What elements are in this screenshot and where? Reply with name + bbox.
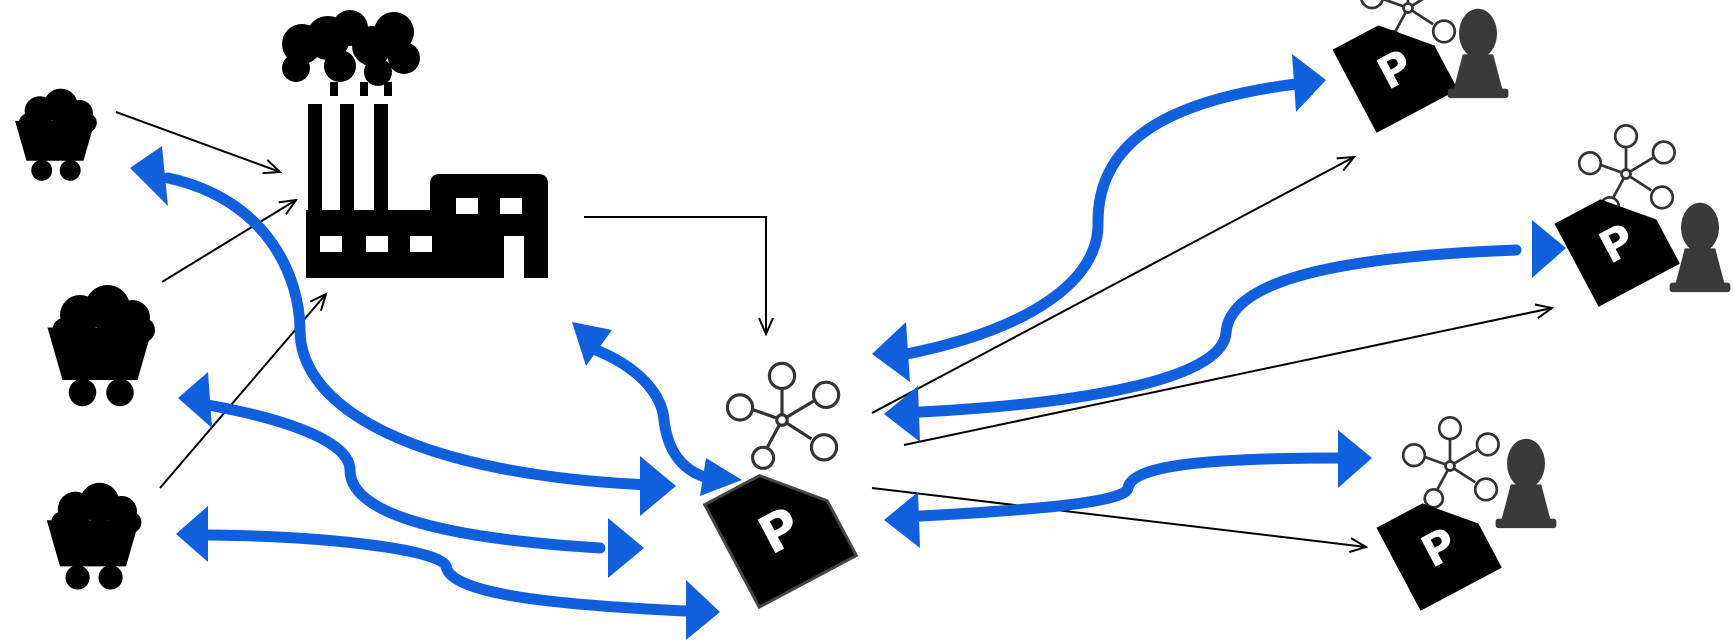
arrowhead-cart1-right — [640, 456, 676, 516]
coal-cart-icon — [15, 88, 97, 181]
blue-arrowheads — [130, 54, 1566, 640]
person-icon — [1447, 8, 1509, 99]
coal-cart-icon — [47, 285, 155, 407]
coal-cart-icon — [46, 482, 142, 590]
factory-icon — [282, 10, 548, 278]
arrowhead-consumer2-right — [1532, 220, 1566, 278]
arrowhead-cart2-left — [178, 372, 212, 428]
thin-flow-arrows — [115, 111, 1552, 547]
arrowhead-center-down — [700, 458, 742, 496]
person-icon — [1669, 202, 1731, 293]
blue-flow-cart2 — [202, 399, 606, 554]
arrowhead-consumer3-right — [1338, 430, 1372, 488]
arrowhead-cart3-left — [176, 506, 208, 562]
product-tag-icon: P — [1332, 25, 1458, 133]
arrowhead-consumer1-left — [872, 322, 910, 382]
blue-flow-arrows — [162, 78, 1522, 617]
arrowhead-cart1-left — [130, 146, 168, 206]
product-tag-icon: P — [1554, 199, 1680, 307]
product-to-consumer3-arrow — [871, 487, 1366, 547]
product-tag-icon: P — [702, 473, 859, 610]
cart2-to-factory-arrow — [161, 200, 296, 283]
consumer-group-1: P — [1332, 0, 1509, 133]
blue-flow-cart3 — [200, 529, 691, 617]
consumer-group-3: P — [1376, 416, 1557, 611]
consumer-group-2: P — [1554, 124, 1731, 307]
blue-flow-consumer3 — [896, 452, 1346, 523]
arrowhead-consumer1-right — [1292, 54, 1326, 112]
network-molecule-icon — [1401, 416, 1500, 509]
cart1-to-factory-arrow — [115, 111, 280, 172]
arrowhead-cart3-right — [686, 580, 720, 640]
network-molecule-icon — [725, 361, 841, 470]
blue-flow-consumer1 — [896, 78, 1302, 361]
arrowhead-consumer2-left — [884, 386, 920, 442]
blue-flow-consumer2 — [894, 244, 1522, 419]
factory-to-product-arrow — [584, 216, 766, 334]
arrowhead-consumer3-left — [884, 492, 920, 548]
arrowhead-cart2-right — [608, 518, 644, 578]
network-molecule-icon — [1577, 124, 1676, 217]
product-tag-icon: P — [1376, 503, 1502, 611]
arrowhead-center-up — [572, 322, 612, 366]
product-to-consumer1-arrow — [871, 157, 1354, 414]
blue-flow-center — [590, 344, 714, 484]
blue-flow-cart1 — [162, 172, 656, 491]
person-icon — [1495, 438, 1557, 529]
product-to-consumer2-arrow — [903, 308, 1552, 446]
